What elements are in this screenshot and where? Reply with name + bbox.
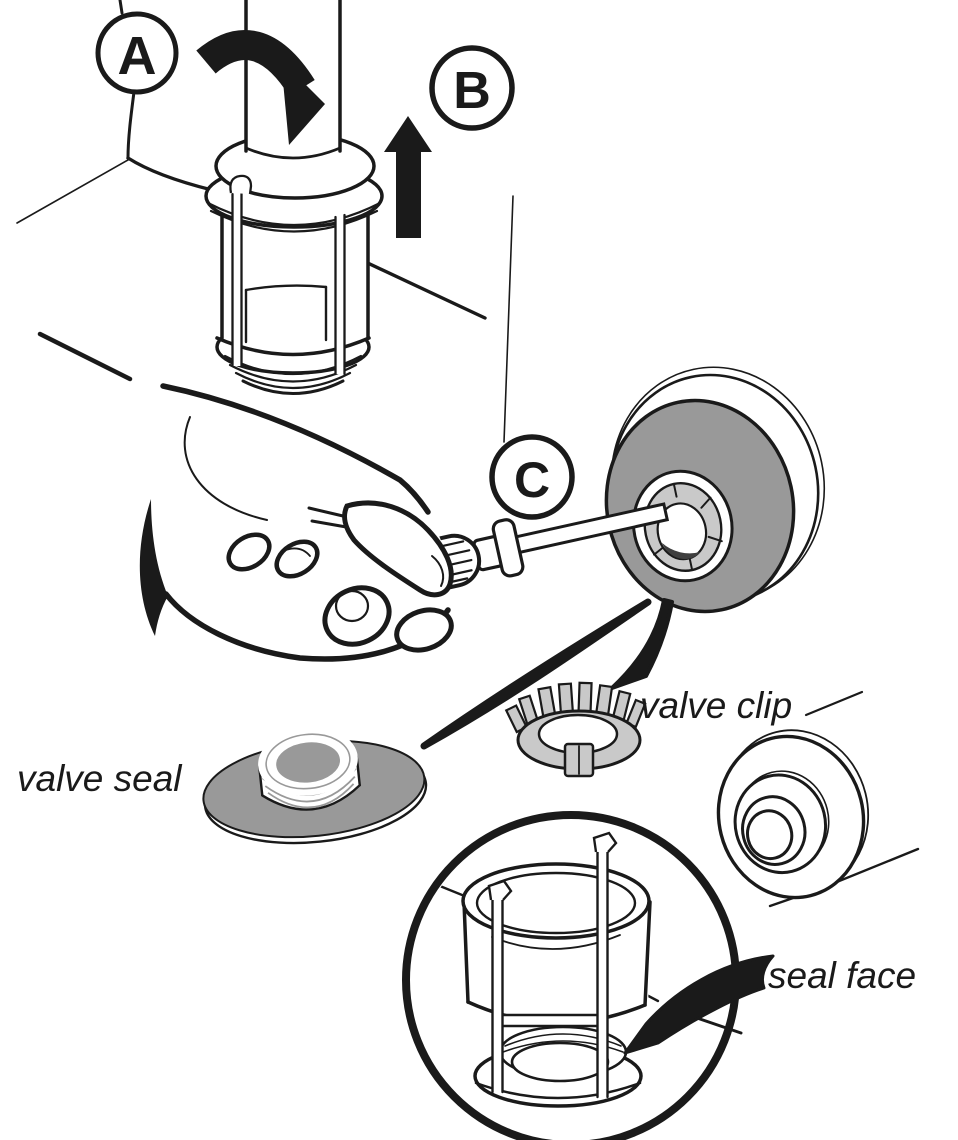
seal-to-valve-arrow-icon [420, 598, 674, 750]
wire-hook [487, 879, 513, 901]
magnified-seal-face-view [402, 811, 743, 1140]
hand-illustration [139, 383, 454, 662]
valve-seal-illustration [202, 727, 428, 845]
step-letter-a: A [118, 26, 157, 86]
seal-face-label: seal face [768, 955, 916, 996]
step-marker-a: A [95, 11, 179, 95]
finger-tip [394, 607, 454, 653]
valve-body-end-illustration [716, 729, 870, 900]
seal-face-rings [498, 1025, 628, 1083]
finger-tip [226, 532, 272, 572]
step-letter-b: B [453, 62, 491, 120]
magnified-cartridge [418, 831, 660, 1108]
valve-seal-label: valve seal [17, 758, 183, 799]
clip-teeth [504, 681, 647, 734]
seal-center-hole [274, 740, 342, 785]
cartridge-retaining-wires [229, 174, 346, 376]
step-marker-b: B [429, 45, 515, 131]
wire-hook [229, 174, 253, 195]
thumb [342, 500, 454, 598]
valve-face-illustration [604, 366, 826, 614]
lift-arrow-icon [384, 116, 432, 238]
pry-motion-arrow-icon [139, 499, 168, 636]
valve-clip-illustration [504, 681, 647, 778]
tank-background-lines [16, 0, 514, 443]
seal-face-arrow-icon [623, 954, 775, 1055]
screwdriver-collar [491, 518, 525, 578]
wire-hook [592, 831, 618, 853]
step-letter-c: C [514, 452, 550, 508]
valve-cartridge-illustration [196, 0, 432, 395]
hole-shadow [661, 542, 701, 560]
magnified-retaining-wires [487, 831, 618, 1099]
step-marker-c: C [489, 434, 575, 520]
valve-clip-label: valve clip [640, 685, 792, 726]
cup-rim [461, 862, 651, 940]
fingernail [334, 589, 370, 623]
rotate-arrow-icon [196, 30, 325, 145]
